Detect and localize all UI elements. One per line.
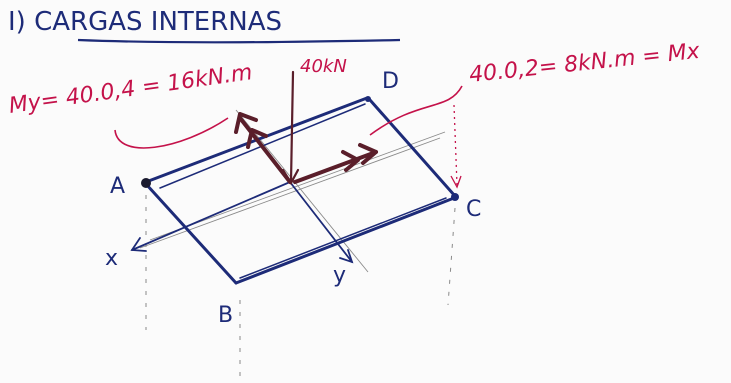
x-axis-arrow — [131, 181, 291, 251]
edge-cb — [234, 196, 456, 285]
mx-dotted-guide-head — [450, 175, 462, 189]
x-axis-head — [130, 237, 147, 252]
point-a-dot — [141, 178, 151, 188]
mx-dotted-guide — [453, 104, 458, 186]
moment-y-shaft — [238, 116, 292, 184]
moment-y-head-2 — [246, 128, 268, 149]
pencil-lines — [145, 195, 456, 380]
load-label: 40kN — [300, 56, 347, 77]
label-b: B — [218, 303, 233, 328]
moment-vectors — [234, 112, 378, 184]
y-axis-arrow — [289, 181, 353, 263]
edge-cb-inner — [239, 197, 447, 279]
moment-x-head-2 — [341, 150, 360, 172]
moment-x-leader — [369, 85, 463, 136]
pencil-y-axis — [235, 109, 369, 273]
edge-dc — [368, 98, 457, 198]
moment-x-shaft — [293, 150, 378, 184]
label-d: D — [382, 69, 399, 94]
point-d-dot — [365, 96, 371, 102]
label-a: A — [110, 174, 125, 199]
heading: I) CARGAS INTERNAS — [8, 7, 282, 37]
label-c: C — [466, 197, 481, 222]
axes — [130, 181, 354, 264]
point-c-dot — [451, 193, 459, 201]
plate — [144, 96, 457, 285]
moment-y-leader — [114, 117, 229, 149]
load-shaft — [289, 70, 295, 184]
y-axis-head — [339, 249, 354, 264]
pencil-x-axis — [139, 137, 441, 249]
label-y-axis: y — [333, 263, 346, 288]
label-x-axis: x — [105, 246, 118, 271]
moment-x-label: 40.0,2= 8kN.m = Mx — [468, 39, 702, 88]
moment-y-label: My= 40.0,4 = 16kN.m — [7, 60, 254, 119]
edge-ba — [144, 182, 238, 285]
moment-x-head-1 — [358, 143, 378, 165]
heading-underline — [77, 38, 401, 44]
moment-y-head-1 — [234, 112, 258, 134]
pencil-line-c — [447, 207, 456, 306]
